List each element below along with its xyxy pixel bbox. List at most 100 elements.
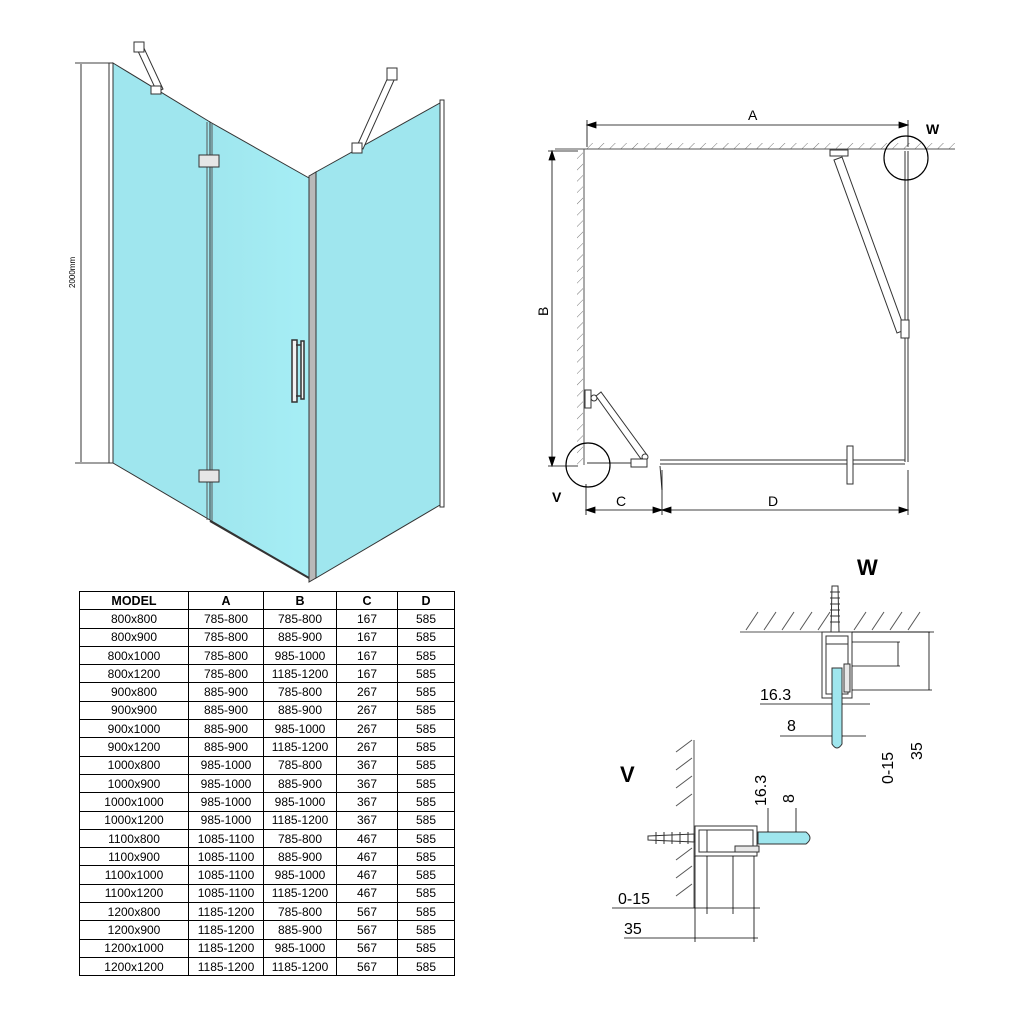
- cell-a: 785-800: [188, 609, 264, 629]
- plan-upper-stabilizer: [829, 149, 910, 339]
- cell-b: 1185-1200: [263, 883, 337, 904]
- cell-a: 885-900: [188, 719, 264, 739]
- corner-post: [308, 171, 317, 583]
- cell-b: 785-800: [263, 902, 337, 922]
- cell-d: 585: [397, 627, 455, 647]
- cell-c: 267: [336, 719, 398, 739]
- label-d: D: [768, 493, 778, 509]
- detail-circle-v: [565, 442, 611, 488]
- cell-c: 167: [336, 664, 398, 684]
- cell-d: 585: [397, 682, 455, 702]
- cell-c: 467: [336, 847, 398, 867]
- left-stabilizer-bar: [133, 41, 164, 95]
- cell-model: 1200x1000: [79, 938, 189, 958]
- cell-a: 1185-1200: [188, 920, 264, 940]
- cell-model: 1200x800: [79, 902, 189, 922]
- cell-b: 985-1000: [263, 938, 337, 958]
- cell-model: 800x800: [79, 609, 189, 629]
- dimension-a-line: [585, 120, 910, 147]
- cell-a: 785-800: [188, 664, 264, 684]
- perspective-view: 2000mm: [68, 41, 445, 583]
- header-model: MODEL: [79, 590, 189, 611]
- right-side-panel: [315, 102, 441, 579]
- cell-b: 785-800: [263, 682, 337, 702]
- right-wall-profile: [439, 99, 445, 508]
- cell-model: 1100x1200: [79, 883, 189, 904]
- detail-v-profile: [694, 825, 760, 857]
- cell-b: 885-900: [263, 920, 337, 940]
- top-wall-hatch: [585, 143, 955, 149]
- cell-model: 800x1200: [79, 664, 189, 684]
- detail-w: W: [740, 555, 934, 784]
- cell-b: 1185-1200: [263, 737, 337, 757]
- cell-a: 985-1000: [188, 810, 264, 830]
- door-handle: [291, 339, 305, 403]
- dimension-b-line: [548, 149, 578, 468]
- header-b: B: [263, 590, 337, 611]
- cell-d: 585: [397, 847, 455, 867]
- detail-v-dim-0-15: 0-15: [618, 891, 650, 908]
- cell-model: 1100x800: [79, 828, 189, 849]
- cell-b: 885-900: [263, 700, 337, 721]
- detail-circle-w: [883, 135, 929, 181]
- upper-hinge: [198, 154, 220, 168]
- height-dimension: [75, 62, 112, 464]
- cell-c: 367: [336, 810, 398, 830]
- label-a: A: [748, 107, 758, 123]
- cell-a: 785-800: [188, 645, 264, 666]
- lower-hinge: [198, 469, 220, 483]
- cell-a: 985-1000: [188, 773, 264, 794]
- label-w: W: [926, 121, 940, 137]
- cell-d: 585: [397, 645, 455, 666]
- cell-b: 1185-1200: [263, 956, 337, 977]
- cell-c: 467: [336, 828, 398, 849]
- header-c: C: [336, 590, 398, 611]
- cell-d: 585: [397, 664, 455, 684]
- cell-c: 267: [336, 700, 398, 721]
- cell-d: 585: [397, 773, 455, 794]
- detail-w-dimensions: [760, 631, 934, 737]
- detail-v-glass: [757, 831, 811, 845]
- cell-d: 585: [397, 956, 455, 977]
- cell-d: 585: [397, 938, 455, 958]
- cell-a: 885-900: [188, 700, 264, 721]
- label-b: B: [535, 307, 551, 316]
- cell-a: 785-800: [188, 627, 264, 647]
- cell-a: 1085-1100: [188, 828, 264, 849]
- cell-b: 985-1000: [263, 645, 337, 666]
- cell-c: 567: [336, 938, 398, 958]
- detail-w-dim-0-15: 0-15: [880, 752, 897, 784]
- cell-d: 585: [397, 920, 455, 940]
- cell-d: 585: [397, 700, 455, 721]
- cell-model: 1000x800: [79, 755, 189, 775]
- cell-b: 985-1000: [263, 865, 337, 885]
- detail-w-dim-16-3: 16.3: [760, 687, 791, 704]
- cell-model: 1200x1200: [79, 956, 189, 977]
- cell-c: 467: [336, 865, 398, 885]
- label-c: C: [616, 493, 626, 509]
- cell-model: 1200x900: [79, 920, 189, 940]
- cell-b: 885-900: [263, 847, 337, 867]
- cell-b: 885-900: [263, 773, 337, 794]
- plan-view: A B: [535, 107, 955, 515]
- detail-v-dimensions: [612, 808, 797, 942]
- detail-w-dim-35: 35: [909, 742, 926, 760]
- cell-model: 1000x1000: [79, 792, 189, 812]
- header-a: A: [188, 590, 264, 611]
- cell-a: 885-900: [188, 682, 264, 702]
- cell-d: 585: [397, 865, 455, 885]
- detail-v-title: V: [620, 762, 635, 787]
- cell-a: 985-1000: [188, 792, 264, 812]
- cell-a: 1185-1200: [188, 956, 264, 977]
